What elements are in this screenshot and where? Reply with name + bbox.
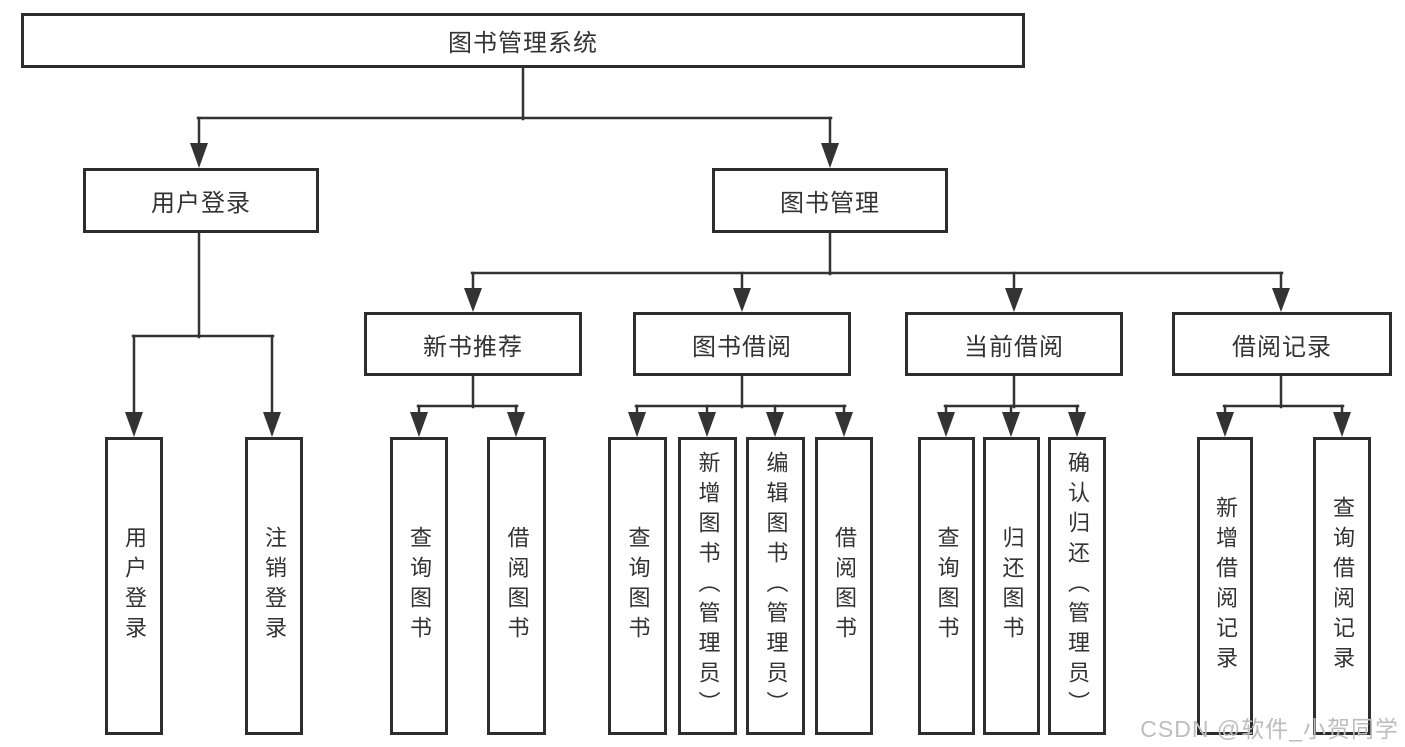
leaf-borrow-books-recommend-label: 借阅图书 <box>504 526 530 646</box>
node-book-management-label: 图书管理 <box>780 190 880 217</box>
leaf-confirm-return-admin: 确认归还（管理员） <box>1048 437 1106 735</box>
node-book-borrow: 图书借阅 <box>633 312 851 376</box>
leaf-user-login-label: 用户登录 <box>122 526 147 646</box>
node-new-book-recommend-label: 新书推荐 <box>423 333 523 361</box>
node-user-login: 用户登录 <box>83 168 319 233</box>
node-borrow-records: 借阅记录 <box>1172 312 1392 376</box>
node-root: 图书管理系统 <box>21 13 1025 68</box>
node-current-borrow-label: 当前借阅 <box>964 333 1064 361</box>
leaf-query-books-recommend: 查询图书 <box>390 437 448 735</box>
leaf-query-books-borrow-label: 查询图书 <box>625 526 651 646</box>
node-new-book-recommend: 新书推荐 <box>364 312 582 376</box>
connectors-level3 <box>470 231 1284 292</box>
node-current-borrow: 当前借阅 <box>905 312 1123 376</box>
node-book-borrow-label: 图书借阅 <box>692 333 792 361</box>
leaf-logout: 注销登录 <box>245 437 303 735</box>
leaf-add-book-admin: 新增图书（管理员） <box>678 437 737 735</box>
leaf-query-books-current: 查询图书 <box>918 437 975 735</box>
connectors-level2 <box>196 64 833 148</box>
arrowheads <box>125 143 1351 437</box>
leaf-confirm-return-admin-label: 确认归还（管理员） <box>1065 451 1090 721</box>
leaf-return-book-label: 归还图书 <box>999 526 1025 646</box>
leaf-borrow-books-borrow: 借阅图书 <box>815 437 873 735</box>
leaf-add-borrow-record: 新增借阅记录 <box>1197 437 1253 735</box>
node-book-management: 图书管理 <box>712 168 948 233</box>
leaf-query-borrow-record: 查询借阅记录 <box>1313 437 1371 735</box>
node-user-login-label: 用户登录 <box>151 190 251 217</box>
leaf-edit-book-admin: 编辑图书（管理员） <box>746 437 805 735</box>
leaf-logout-label: 注销登录 <box>262 526 287 646</box>
leaf-return-book: 归还图书 <box>983 437 1040 735</box>
leaf-query-books-current-label: 查询图书 <box>934 526 960 646</box>
leaf-borrow-books-borrow-label: 借阅图书 <box>832 526 857 646</box>
leaf-query-books-recommend-label: 查询图书 <box>407 526 432 646</box>
leaf-query-books-borrow: 查询图书 <box>608 437 667 735</box>
leaf-borrow-books-recommend: 借阅图书 <box>487 437 546 735</box>
node-borrow-records-label: 借阅记录 <box>1232 333 1332 361</box>
leaf-query-borrow-record-label: 查询借阅记录 <box>1330 496 1355 676</box>
leaf-user-login: 用户登录 <box>105 437 163 735</box>
leaf-add-book-admin-label: 新增图书（管理员） <box>695 451 721 721</box>
node-root-label: 图书管理系统 <box>448 30 598 57</box>
leaf-edit-book-admin-label: 编辑图书（管理员） <box>763 451 789 721</box>
leaf-add-borrow-record-label: 新增借阅记录 <box>1213 496 1238 676</box>
